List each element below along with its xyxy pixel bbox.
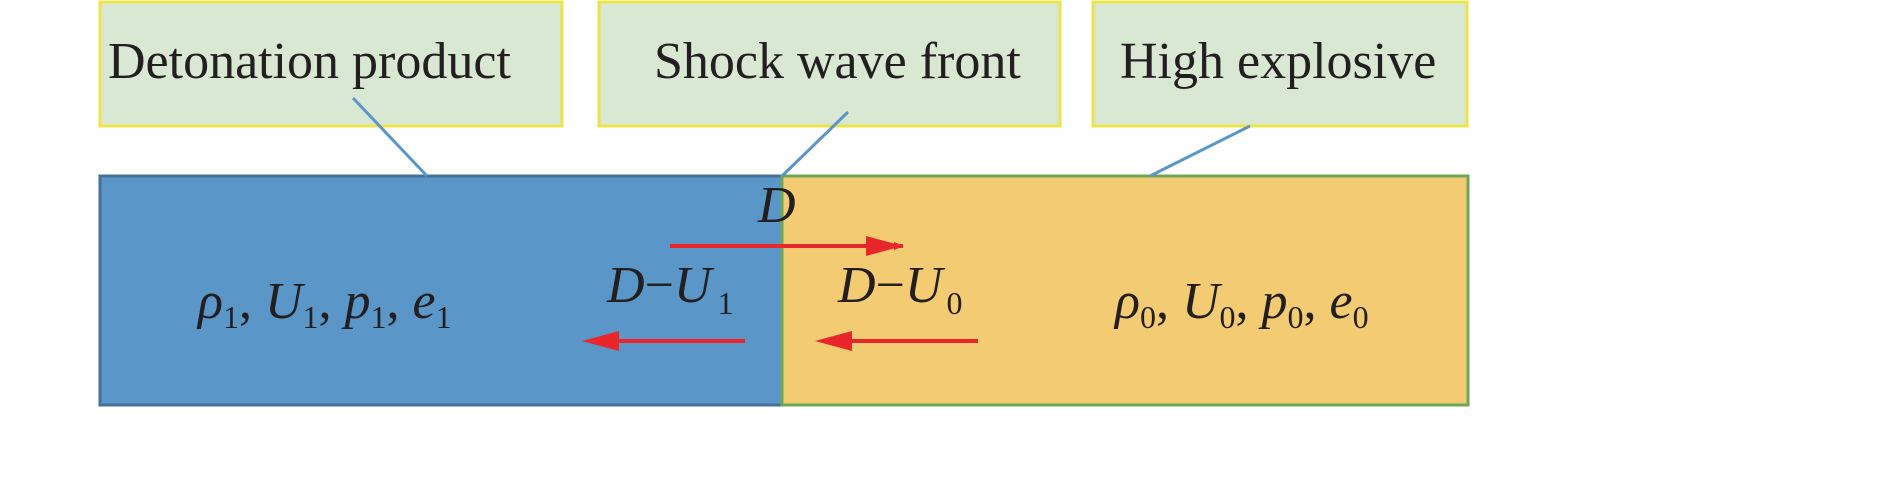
leader-line-explosive <box>1149 124 1251 178</box>
left-state-variables: ρ1, U1, p1, e1 <box>196 273 452 335</box>
label-text: Detonation product <box>108 33 511 90</box>
arrowhead-D <box>866 236 903 256</box>
right-state-variables: ρ0, U0, p0, e0 <box>1113 273 1369 335</box>
shock-velocity-D: D <box>757 177 796 234</box>
label-text: Shock wave front <box>654 33 1021 90</box>
label-high-explosive: High explosive <box>1091 0 1469 128</box>
arrowhead-left-product <box>582 331 619 351</box>
detonation-product-region <box>98 174 784 407</box>
leader-line-product <box>351 96 429 178</box>
label-shock-wave-front: Shock wave front <box>597 0 1062 128</box>
label-text: High explosive <box>1120 33 1436 90</box>
arrowhead-left-explosive <box>815 331 852 351</box>
leader-line-shock <box>780 110 850 178</box>
label-detonation-product: Detonation product <box>98 0 564 128</box>
high-explosive-region <box>780 174 1470 407</box>
